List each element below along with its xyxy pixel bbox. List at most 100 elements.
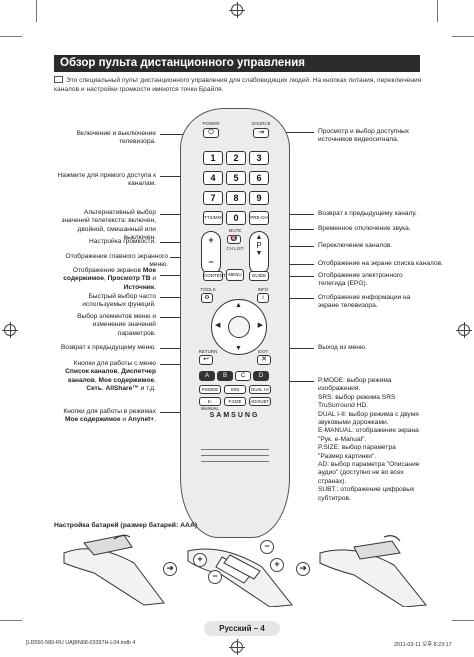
ad-subt-button[interactable]: AD/SUBT. [249,397,271,406]
info-label: INFO [257,287,269,292]
arrow-up-icon: ▲ [235,302,242,309]
remote-control: POWER ⏻ SOURCE ⇥ 1 2 3 4 5 6 7 8 9 TTX/M… [180,108,290,538]
label-return: Возврат к предыдущему меню. [60,344,156,351]
leader-line [270,246,314,247]
number-key-2[interactable]: 2 [226,151,246,165]
number-key-9[interactable]: 9 [249,191,269,205]
leader-line [270,298,314,299]
label-color-keys: Кнопки для работы с меню Список каналов,… [65,360,156,393]
mute-label: MUTE [228,228,242,233]
label-playback-keys: Кнопки для работы в режимах Мое содержим… [63,408,156,424]
decor-stripe [201,461,269,462]
label-exit: Выход из меню. [318,344,367,351]
color-key-c[interactable]: C [235,371,251,381]
exit-label: EXIT [257,349,268,354]
crop-line [0,36,22,37]
info-button[interactable]: i [257,293,269,303]
channel-label: P [256,241,262,250]
leader-line [272,348,314,349]
dual-button[interactable]: DUAL I-II [249,385,271,394]
arrow-down-icon: ▼ [235,345,242,352]
label-navigation: Выбор элементов меню и изменение значени… [77,313,156,337]
battery-minus-icon: − [208,570,222,584]
leader-line [272,276,314,277]
return-button[interactable]: ↩ [199,355,213,365]
number-key-7[interactable]: 7 [203,191,223,205]
tools-label: TOOLS [200,287,216,292]
crop-line [452,36,474,37]
note-text: Это специальный пульт дистанционного упр… [54,77,422,93]
number-key-6[interactable]: 6 [249,171,269,185]
label-function-keys: P.MODE: выбор режима изображения. SRS: в… [318,377,420,502]
section-title: Обзор пульта дистанционного управления [54,55,420,72]
source-button[interactable]: ⇥ [253,128,269,138]
registration-mark-top [229,2,245,18]
guide-button[interactable]: GUIDE [249,271,269,281]
crop-line [452,620,474,621]
label-channel: Переключение каналов. [318,242,393,249]
registration-mark-bottom [229,639,245,655]
registration-mark-right [456,322,472,338]
arrow-right-icon: ▶ [257,322,263,329]
leader-line [268,132,314,133]
page-number: Русский – 4 [204,621,280,636]
label-number-keys: Нажмите для прямого доступа к каналам. [57,172,156,188]
pre-ch-button[interactable]: PRE-CH [249,211,269,225]
volume-rocker[interactable]: + − [201,231,221,275]
battery-plus-icon: + [193,553,207,567]
footer-timestamp: 2011-03-11 오후 8:23:17 [394,642,452,648]
next-step-arrow-icon: ➜ [296,562,310,576]
return-label: RETURN [198,349,218,354]
chlist-label: CH LIST [226,246,244,251]
decor-stripe [201,455,269,456]
volume-up-icon: + [208,235,214,245]
label-power: Включение и выключение телевизора. [76,130,156,146]
source-label: SOURCE [251,121,271,126]
menu-button[interactable]: MENU [226,269,244,281]
crop-line [0,620,22,621]
volume-down-icon: − [208,257,214,267]
footer-file-info: [LD550-580-RU UA]BN68-03397H-L04.indb 4 [26,640,136,646]
mute-button[interactable]: 🔇 [227,235,241,244]
tools-button[interactable]: ⚙ [201,293,213,303]
content-button[interactable]: CONTENT [203,271,226,281]
navigation-pad[interactable]: ▲ ▼ ◀ ▶ [211,299,267,355]
number-key-0[interactable]: 0 [226,211,246,225]
crop-line [36,0,37,22]
srs-button[interactable]: SRS [224,385,246,394]
crop-line [437,0,438,22]
ttx-mix-button[interactable]: TTX/MIX [203,211,223,225]
note-icon [54,76,63,83]
p-mode-button[interactable]: P.MODE [199,385,221,394]
channel-down-icon: ▼ [255,250,263,257]
exit-button[interactable]: ✕ [257,355,271,365]
leader-line [276,381,314,382]
color-key-a[interactable]: A [199,371,215,381]
p-size-button[interactable]: P.SIZE [224,397,246,406]
color-key-b[interactable]: B [217,371,233,381]
number-key-3[interactable]: 3 [249,151,269,165]
color-key-d[interactable]: D [253,371,269,381]
e-manual-button[interactable]: E-MANUAL [199,397,221,411]
number-key-1[interactable]: 1 [203,151,223,165]
label-teletext: Альтернативный выбор значений телетекста… [61,209,156,242]
decor-stripe [201,449,269,450]
enter-button[interactable] [228,316,250,338]
label-menu: Отображение главного экранного меню. [65,253,168,269]
label-info: Отображение информации на экране телевиз… [318,294,411,310]
battery-step-3-illustration [319,535,427,607]
number-key-4[interactable]: 4 [203,171,223,185]
label-tools: Быстрый выбор часто используемых функций… [82,293,156,309]
number-key-5[interactable]: 5 [226,171,246,185]
battery-step-2-illustration [187,548,293,607]
next-step-arrow-icon: ➜ [163,562,177,576]
number-key-8[interactable]: 8 [226,191,246,205]
power-label: POWER [202,121,220,126]
label-content: Отображение экранов Мое содержимое, Прос… [63,267,156,291]
battery-plus-icon: + [270,558,284,572]
registration-mark-left [2,322,18,338]
label-prech: Возврат к предыдущему каналу. [318,210,417,217]
power-button[interactable]: ⏻ [203,128,219,138]
channel-rocker[interactable]: ▲ P ▼ [249,231,269,275]
battery-title: Настройка батарей (размер батарей: AAA) [54,522,198,529]
